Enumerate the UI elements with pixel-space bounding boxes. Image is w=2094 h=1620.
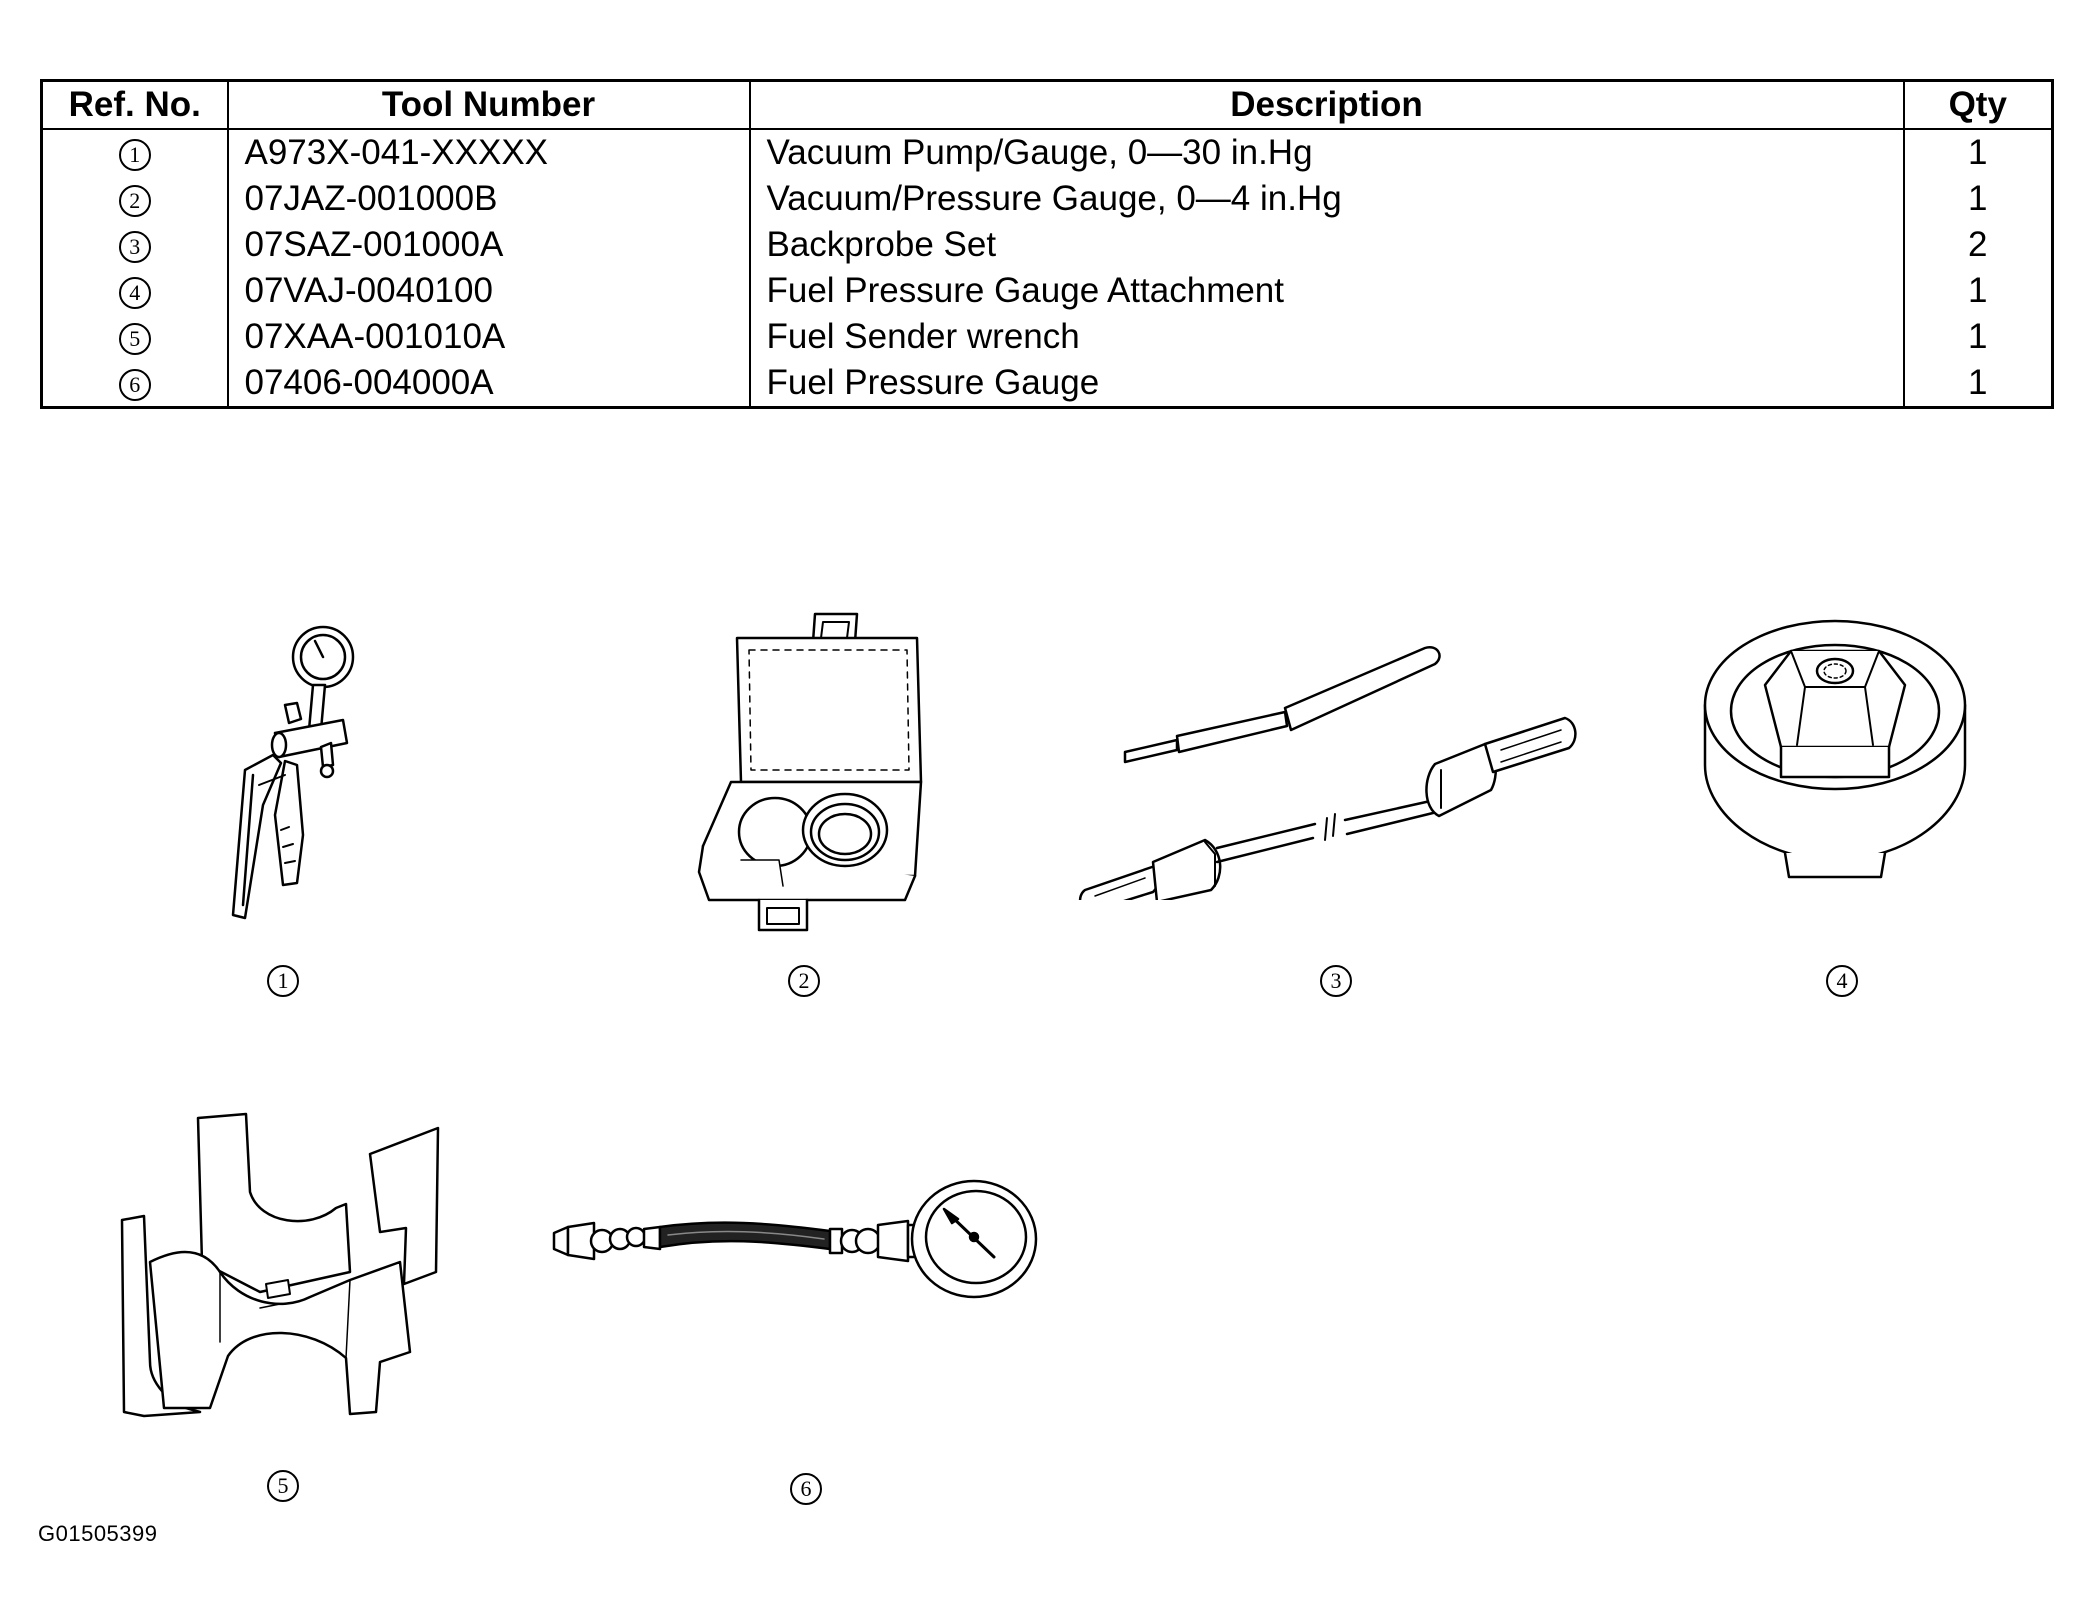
figure-2: 2 (685, 610, 925, 997)
backprobe-set-icon (1078, 645, 1577, 900)
description-cell: Backprobe Set (748, 222, 1905, 268)
tool-number-cell: 07VAJ-0040100 (226, 268, 751, 314)
table-row: 2 07JAZ-001000B Vacuum/Pressure Gauge, 0… (40, 176, 2054, 222)
tool-number-cell: 07406-004000A (226, 360, 751, 408)
figure-label: 5 (267, 1470, 299, 1502)
header-qty: Qty (1902, 79, 2054, 130)
description-cell: Fuel Pressure Gauge (748, 360, 1905, 408)
qty-cell: 2 (1902, 222, 2054, 268)
tool-number-cell: 07XAA-001010A (226, 314, 751, 360)
qty-cell: 1 (1902, 129, 2054, 176)
description-cell: Fuel Sender wrench (748, 314, 1905, 360)
table-header-row: Ref. No. Tool Number Description Qty (40, 79, 2054, 130)
tool-number-cell: A973X-041-XXXXX (226, 129, 751, 176)
ref-number: 4 (118, 276, 151, 309)
vacuum-pump-gauge-icon (231, 625, 355, 920)
header-ref-no: Ref. No. (40, 79, 229, 130)
table-row: 3 07SAZ-001000A Backprobe Set 2 (40, 222, 2054, 268)
description-cell: Vacuum Pump/Gauge, 0—30 in.Hg (748, 129, 1905, 176)
qty-cell: 1 (1902, 176, 2054, 222)
header-tool-number: Tool Number (226, 79, 751, 130)
table-row: 6 07406-004000A Fuel Pressure Gauge 1 (40, 360, 2054, 408)
fuel-pressure-gauge-icon (552, 1179, 1038, 1299)
figure-3: 3 (1065, 640, 1605, 997)
ref-number: 5 (118, 322, 151, 355)
header-description: Description (748, 79, 1905, 130)
gauge-attachment-icon (1703, 619, 1967, 879)
table-row: 4 07VAJ-0040100 Fuel Pressure Gauge Atta… (40, 268, 2054, 314)
figure-label: 1 (267, 965, 299, 997)
description-cell: Vacuum/Pressure Gauge, 0—4 in.Hg (748, 176, 1905, 222)
figure-1: 1 (205, 615, 365, 997)
figure-5: 5 (110, 1112, 450, 1502)
ref-number: 1 (118, 138, 151, 171)
figure-label: 3 (1320, 965, 1352, 997)
table-row: 5 07XAA-001010A Fuel Sender wrench 1 (40, 314, 2054, 360)
tool-number-cell: 07SAZ-001000A (226, 222, 751, 268)
ref-number: 3 (118, 230, 151, 263)
description-cell: Fuel Pressure Gauge Attachment (748, 268, 1905, 314)
sender-wrench-icon (120, 1112, 440, 1418)
gauge-case-icon (697, 612, 923, 932)
special-tools-table: Ref. No. Tool Number Description Qty 1 A… (40, 79, 2054, 409)
qty-cell: 1 (1902, 268, 2054, 314)
figure-label: 4 (1826, 965, 1858, 997)
ref-number: 2 (118, 184, 151, 217)
figure-label: 2 (788, 965, 820, 997)
ref-number: 6 (118, 368, 151, 401)
figure-4: 4 (1695, 615, 1975, 997)
figure-code: G01505399 (38, 1521, 158, 1546)
figure-label: 6 (790, 1473, 822, 1505)
table-row: 1 A973X-041-XXXXX Vacuum Pump/Gauge, 0—3… (40, 129, 2054, 176)
tool-number-cell: 07JAZ-001000B (226, 176, 751, 222)
figure-6: 6 (548, 1175, 1058, 1505)
qty-cell: 1 (1902, 360, 2054, 408)
qty-cell: 1 (1902, 314, 2054, 360)
